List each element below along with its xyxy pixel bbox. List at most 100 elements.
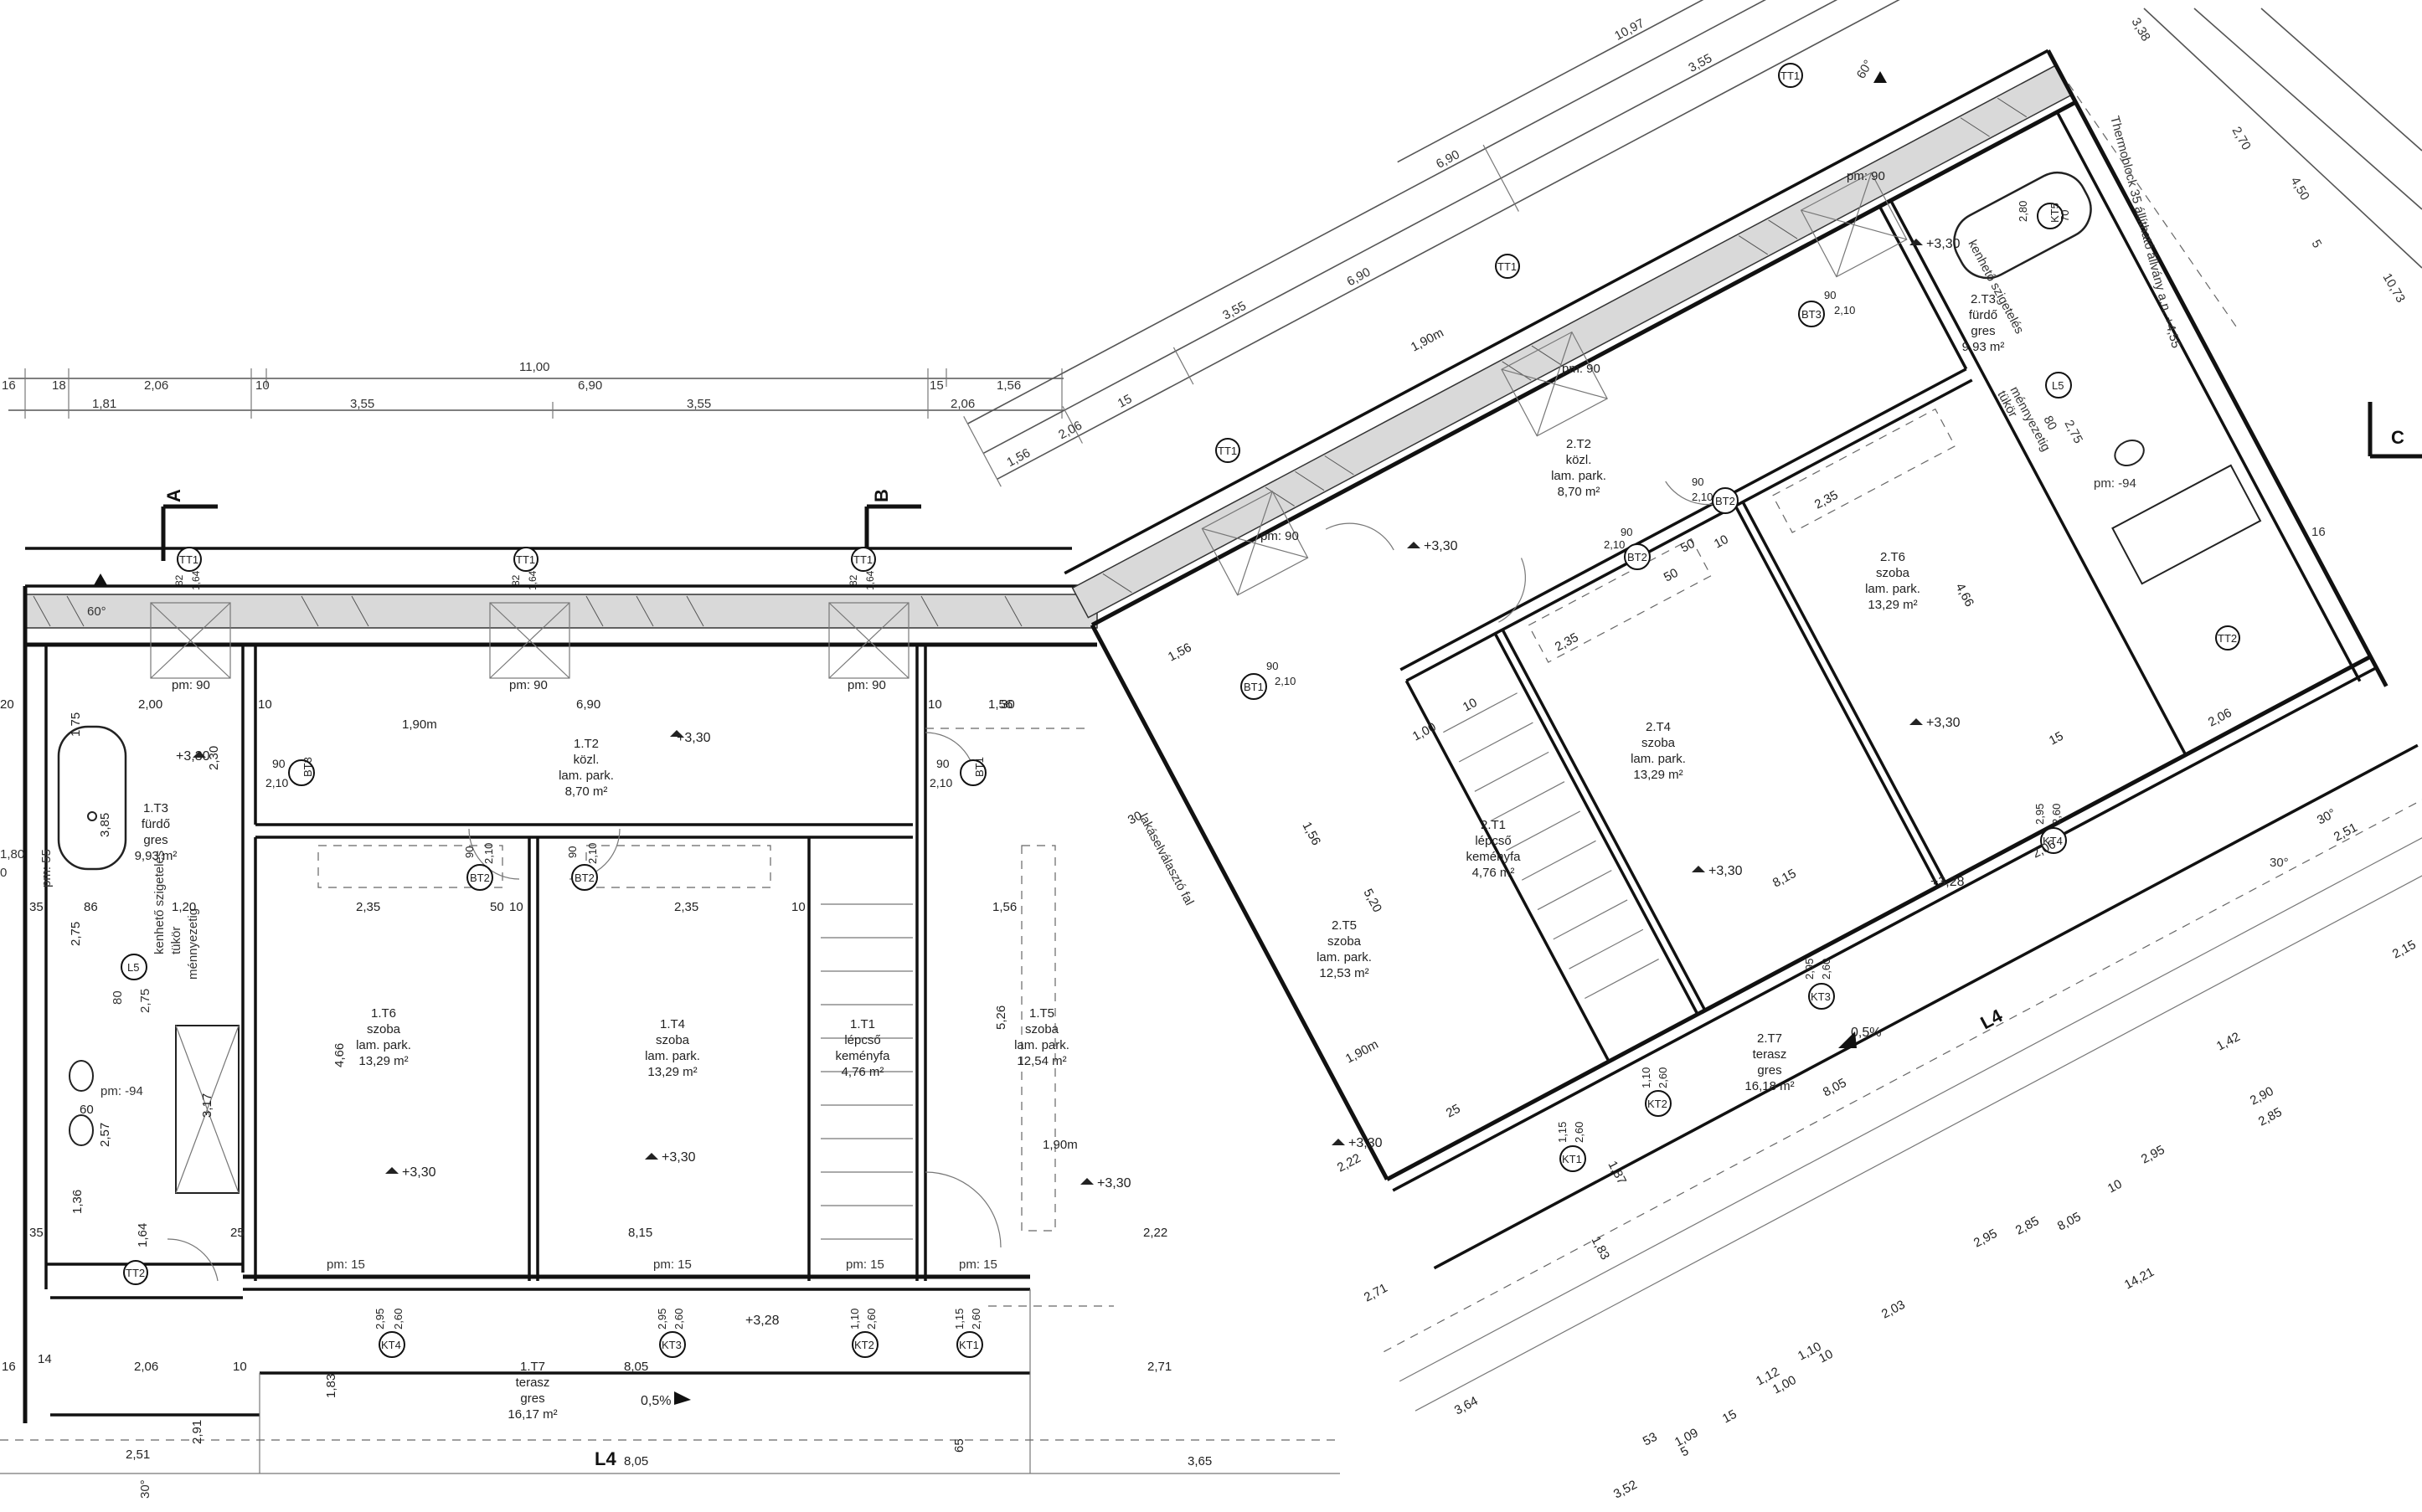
svg-text:BT1: BT1 — [1244, 681, 1264, 693]
svg-text:1.T4: 1.T4 — [660, 1017, 685, 1031]
svg-text:szoba: szoba — [1876, 566, 1910, 580]
svg-text:keményfa: keményfa — [835, 1049, 890, 1063]
svg-text:1,90m: 1,90m — [1409, 326, 1446, 355]
dim-206-b: 2,06 — [951, 397, 975, 411]
room-2t1: 2.T1 lépcső keményfa 4,76 m² — [1466, 818, 1521, 880]
svg-text:2,91: 2,91 — [190, 1420, 204, 1444]
svg-text:KT1: KT1 — [1562, 1153, 1582, 1165]
dim-16: 16 — [2, 378, 16, 393]
svg-text:8,15: 8,15 — [1770, 867, 1799, 891]
svg-text:20: 20 — [0, 697, 14, 712]
svg-text:terasz: terasz — [516, 1376, 550, 1390]
line-l4-right: L4 — [1977, 1005, 2007, 1033]
svg-text:pm: 90: pm: 90 — [1847, 169, 1885, 183]
svg-text:1,56: 1,56 — [1299, 820, 1323, 848]
dim-10: 10 — [255, 378, 270, 393]
redim-338: 3,38 — [2129, 16, 2153, 44]
terrace-door-kt4-right: KT4 2,95 2,60 — [2033, 804, 2067, 854]
svg-text:15: 15 — [2047, 729, 2066, 748]
svg-text:1,10: 1,10 — [1640, 1067, 1652, 1088]
svg-text:4,66: 4,66 — [332, 1043, 347, 1067]
svg-text:0,5%: 0,5% — [641, 1394, 671, 1408]
redim-1073: 10,73 — [2380, 271, 2408, 306]
svg-text:2,60: 2,60 — [970, 1309, 982, 1329]
slope-left: 0,5% — [641, 1391, 691, 1408]
svg-text:tükör: tükör — [169, 927, 183, 954]
svg-text:KT5: KT5 — [2048, 203, 2061, 223]
north-arrow-left — [94, 573, 107, 585]
svg-text:50: 50 — [490, 900, 504, 914]
terrace-door-kt3-right: KT3 2,95 2,60 — [1803, 959, 1835, 1010]
window-tag-tt2-left: TT2 — [123, 1260, 148, 1285]
svg-text:3,17: 3,17 — [200, 1093, 214, 1118]
svg-text:82: 82 — [848, 574, 859, 586]
svg-text:2,75: 2,75 — [69, 922, 83, 946]
redim-5: 5 — [2309, 238, 2325, 251]
svg-text:szoba: szoba — [367, 1022, 401, 1036]
svg-text:6,90: 6,90 — [576, 697, 600, 712]
dim-355-a: 3,55 — [350, 397, 374, 411]
left-inner-dimensions: 2,00 10 1,90m 6,90 10 1,56 2,35 50 10 2,… — [0, 697, 1212, 1468]
svg-text:90: 90 — [936, 757, 950, 770]
angle-60-right: 60° — [1854, 58, 1876, 81]
svg-text:4,76 m²: 4,76 m² — [1472, 866, 1515, 880]
svg-text:1,83: 1,83 — [324, 1374, 338, 1398]
svg-text:12,54 m²: 12,54 m² — [1017, 1054, 1066, 1068]
level-markers: +3,30 +3,30 +3,30 +3,30 +3,30 +3,30 +3,3… — [176, 237, 1965, 1328]
svg-text:80: 80 — [111, 990, 125, 1005]
terrace-door-kt2: KT2 1,10 2,60 — [848, 1309, 879, 1358]
svg-text:15: 15 — [1720, 1407, 1739, 1427]
svg-text:közl.: közl. — [574, 753, 600, 767]
svg-text:1.T3: 1.T3 — [143, 801, 168, 815]
svg-text:53: 53 — [1641, 1430, 1660, 1449]
svg-text:2,10: 2,10 — [930, 776, 952, 789]
svg-text:8,05: 8,05 — [624, 1360, 648, 1374]
svg-text:2,57: 2,57 — [98, 1123, 112, 1147]
window-tag-tt1-a: TT1 82 1,64 pm: 90 — [172, 547, 210, 692]
svg-text:90: 90 — [1621, 526, 1632, 538]
svg-text:10: 10 — [233, 1360, 247, 1374]
svg-text:1,36: 1,36 — [70, 1190, 85, 1214]
bath-labels-left: tükör ménnyezetig kenhető szigetelés L5 … — [111, 851, 200, 1013]
svg-text:2,22: 2,22 — [1143, 1226, 1167, 1240]
svg-text:+3,30: +3,30 — [1097, 1176, 1131, 1191]
door-tag-bt2-a: BT2 90 2,10 — [463, 843, 495, 891]
svg-text:2,95: 2,95 — [1803, 959, 1816, 980]
svg-text:2,95: 2,95 — [374, 1309, 386, 1329]
window-tag-tt1-right-a: TT1 pm: 90 — [1215, 438, 1299, 543]
svg-text:1,56: 1,56 — [992, 900, 1017, 914]
svg-text:1,64: 1,64 — [527, 570, 539, 590]
svg-text:gres: gres — [520, 1391, 544, 1406]
svg-text:13,29 m²: 13,29 m² — [1633, 768, 1683, 782]
room-2t2: 2.T2 közl. lam. park. 8,70 m² — [1551, 437, 1606, 499]
window-tag-tt1-c: TT1 82 1,64 pm: 90 — [848, 547, 886, 692]
section-marker-c: C — [2368, 402, 2422, 459]
svg-text:pm: 90: pm: 90 — [1562, 362, 1600, 376]
left-wing — [0, 547, 1340, 1474]
svg-text:BT2: BT2 — [575, 872, 595, 884]
svg-text:35: 35 — [29, 1226, 44, 1240]
pm55-label: pm: 55 — [39, 849, 54, 887]
svg-text:10: 10 — [2105, 1177, 2125, 1196]
svg-text:+3,30: +3,30 — [402, 1165, 436, 1180]
svg-text:2,60: 2,60 — [672, 1309, 685, 1329]
door-tag-bt3-right: BT3 90 2,10 — [1798, 289, 1855, 327]
svg-text:lam. park.: lam. park. — [1014, 1038, 1069, 1052]
dim-180: 1,80 — [0, 847, 24, 861]
svg-text:szoba: szoba — [1641, 736, 1676, 750]
svg-text:5,20: 5,20 — [1360, 887, 1384, 915]
section-a-label: A — [163, 489, 184, 502]
svg-text:TT1: TT1 — [1497, 260, 1517, 273]
pm94-right-label: pm: -94 — [2094, 476, 2136, 491]
room-2t3: 2.T3 fürdő gres 9,93 m² — [1962, 292, 2005, 354]
angle-30-right: 30° — [2270, 856, 2289, 870]
svg-text:30: 30 — [1001, 697, 1015, 712]
svg-text:10: 10 — [1461, 696, 1480, 715]
svg-text:2,90: 2,90 — [2248, 1084, 2276, 1108]
svg-text:+3,30: +3,30 — [1708, 864, 1743, 878]
terrace-door-kt5: KT5 2,80 70 — [2017, 201, 2071, 229]
svg-text:2,10: 2,10 — [1604, 538, 1625, 551]
svg-text:2,10: 2,10 — [1275, 675, 1296, 687]
svg-text:1,64: 1,64 — [136, 1223, 150, 1247]
